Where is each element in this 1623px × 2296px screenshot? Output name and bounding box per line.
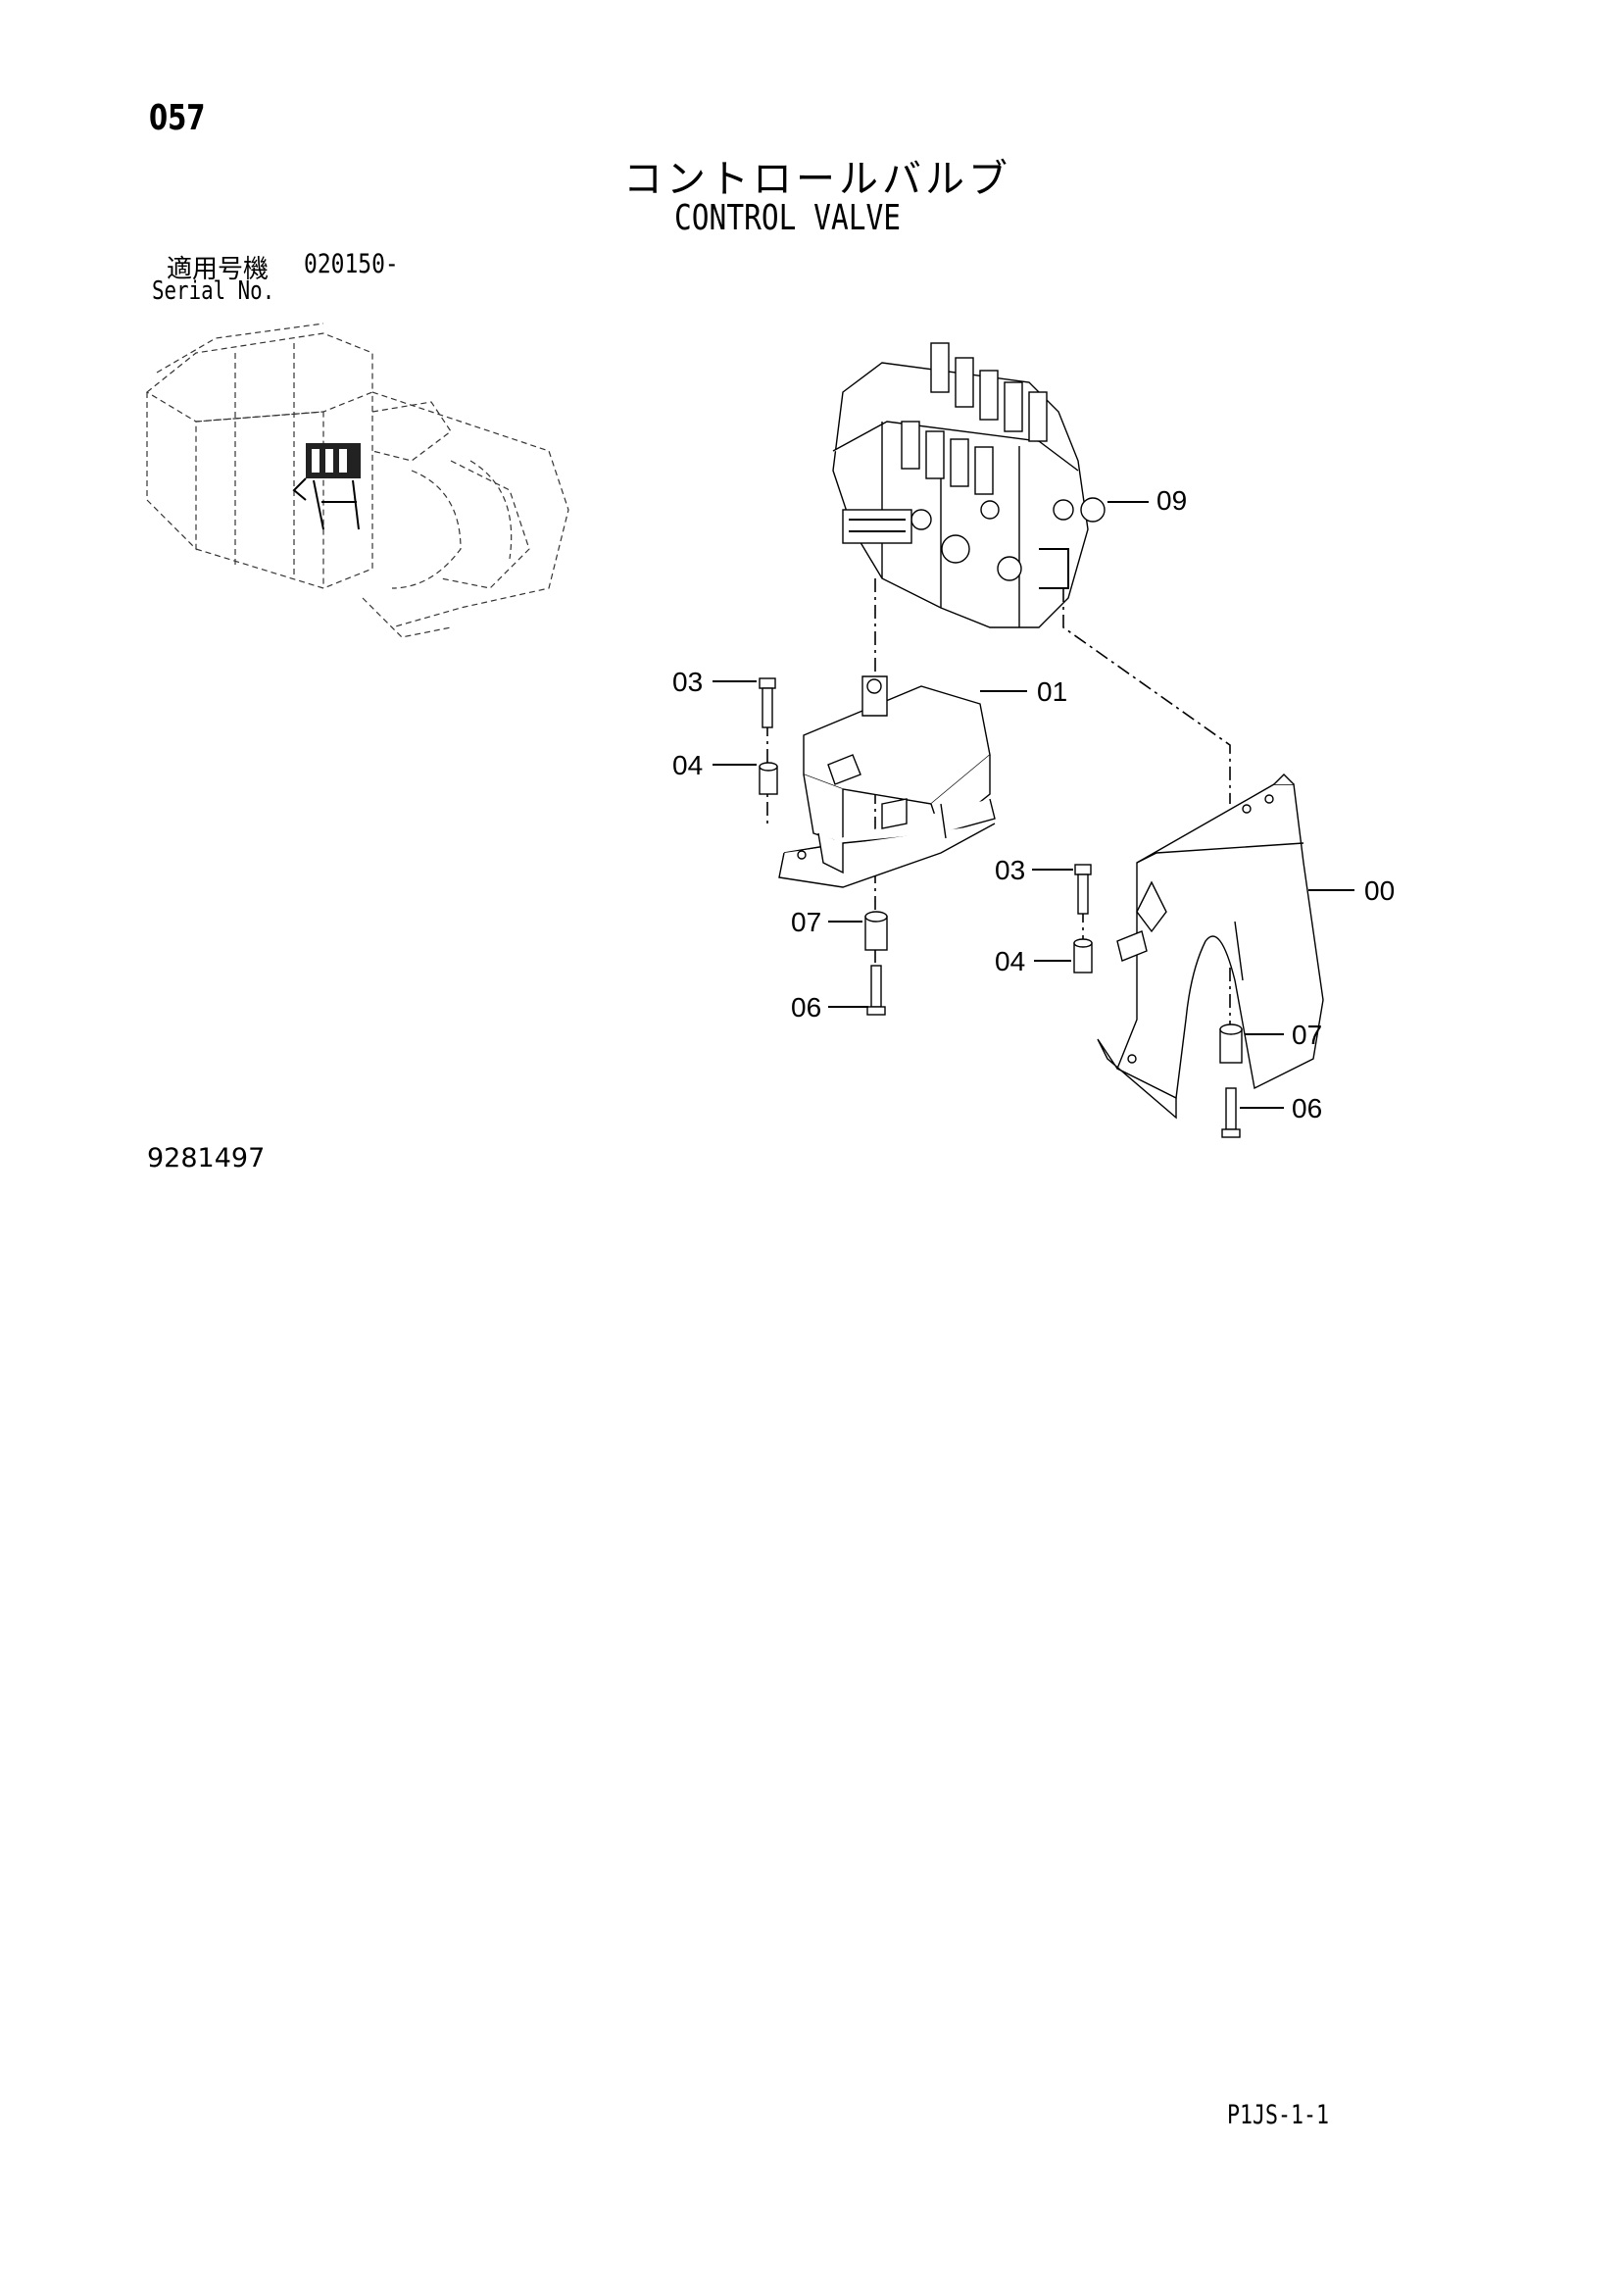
control-valve-09 [832,342,1106,628]
page-number: 057 [149,98,206,138]
spool-caps [901,342,1048,495]
bolt-06-center [866,965,886,1016]
drawing-number: 9281497 [147,1143,266,1173]
leader-lines [713,501,1354,1109]
callout-09: 09 [1156,485,1188,516]
callout-00: 00 [1364,875,1396,906]
spacer-04-left [759,762,778,795]
serial-value: 020150- [304,249,399,279]
bolt-03-right [1074,864,1092,915]
title-japanese: コントロールバルブ [623,157,1011,202]
callout-01: 01 [1037,676,1068,707]
serial-label-japanese: 適用号機 [167,255,270,284]
callout-04-right: 04 [995,946,1026,976]
callout-07-center: 07 [791,907,822,937]
title-english: CONTROL VALVE [674,198,902,238]
bolt-06-right [1221,1087,1241,1138]
bolt-03-left [759,677,776,728]
callout-07-right: 07 [1292,1020,1323,1050]
bracket-01 [778,675,996,888]
callout-04-left: 04 [672,750,704,780]
serial-label-english: Serial No. [152,276,275,306]
callout-03-left: 03 [672,667,704,697]
callout-06-center: 06 [791,992,822,1023]
machine-location-overview [145,323,569,638]
bracket-00 [1097,774,1324,1120]
spacer-07-right [1219,1023,1243,1064]
callout-06-right: 06 [1292,1093,1323,1123]
sheet-code: P1JS-1-1 [1227,2100,1330,2130]
highlighted-valve-location [292,443,361,530]
spacer-07-center [864,911,888,951]
callout-03-right: 03 [995,855,1026,885]
spacer-04-right [1073,938,1093,973]
